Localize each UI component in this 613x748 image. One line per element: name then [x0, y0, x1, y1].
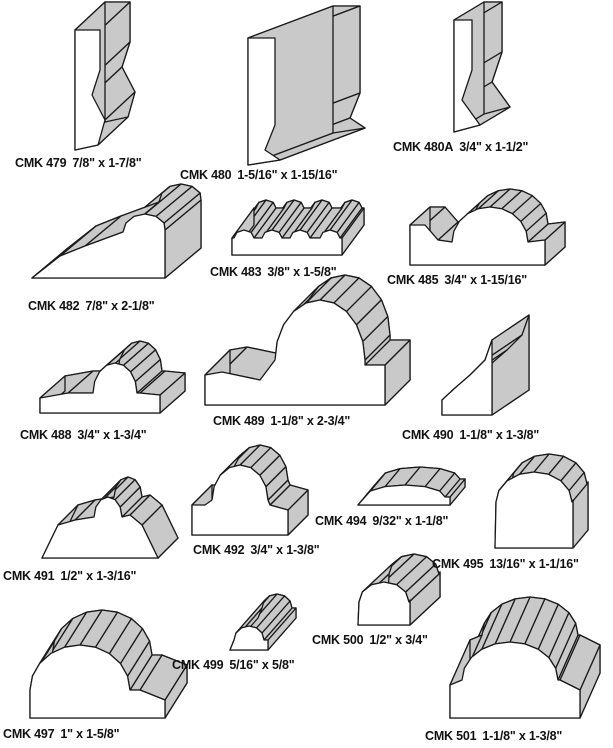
item-code: CMK 480: [180, 168, 232, 182]
label-cmk-494: CMK 494 9/32" x 1-1/8": [315, 514, 448, 528]
item-size: 3/4" x 1-1/2": [459, 140, 529, 154]
item-size: 7/8" x 1-7/8": [72, 156, 142, 170]
item-code: CMK 495: [432, 557, 484, 571]
profile-cmk-489: [204, 274, 411, 406]
profile-cmk-497: [29, 609, 188, 719]
label-cmk-480a: CMK 480A 3/4" x 1-1/2": [393, 140, 528, 154]
label-cmk-501: CMK 501 1-1/8" x 1-3/8": [425, 729, 562, 743]
label-cmk-483: CMK 483 3/8" x 1-5/8": [210, 265, 337, 279]
item-size: 1-1/8" x 1-3/8": [459, 428, 540, 442]
item-size: 3/8" x 1-5/8": [267, 265, 337, 279]
item-size: 1-1/8" x 1-3/8": [482, 729, 563, 743]
label-cmk-499: CMK 499 5/16" x 5/8": [172, 658, 295, 672]
profile-cmk-488: [39, 340, 186, 414]
profile-cmk-495: [494, 453, 589, 549]
label-cmk-490: CMK 490 1-1/8" x 1-3/8": [402, 428, 539, 442]
item-code: CMK 479: [15, 156, 67, 170]
profile-cmk-499: [229, 593, 297, 651]
item-code: CMK 490: [402, 428, 454, 442]
item-code: CMK 480A: [393, 140, 454, 154]
label-cmk-491: CMK 491 1/2" x 1-3/16": [3, 569, 136, 583]
item-code: CMK 489: [213, 414, 265, 428]
item-code: CMK 488: [20, 428, 72, 442]
item-size: 1/2" x 3/4": [369, 633, 428, 647]
profile-cmk-494: [357, 466, 466, 506]
item-size: 1/2" x 1-3/16": [60, 569, 137, 583]
item-code: CMK 483: [210, 265, 262, 279]
item-code: CMK 497: [3, 727, 55, 741]
profile-cmk-480: [247, 5, 366, 166]
profile-cmk-500: [357, 553, 441, 626]
item-size: 1-5/16" x 1-15/16": [237, 168, 338, 182]
item-size: 13/16" x 1-1/16": [489, 557, 579, 571]
profile-cmk-483: [231, 199, 365, 256]
profile-cmk-501: [449, 596, 601, 719]
item-size: 9/32" x 1-1/8": [372, 514, 449, 528]
label-cmk-495: CMK 495 13/16" x 1-1/16": [432, 557, 579, 571]
item-code: CMK 501: [425, 729, 477, 743]
item-code: CMK 494: [315, 514, 367, 528]
item-code: CMK 492: [193, 543, 245, 557]
profile-cmk-492: [191, 444, 309, 536]
item-size: 3/4" x 1-15/16": [444, 273, 527, 287]
item-code: CMK 500: [312, 633, 364, 647]
profile-cmk-479: [74, 1, 136, 151]
label-cmk-479: CMK 479 7/8" x 1-7/8": [15, 156, 142, 170]
label-cmk-482: CMK 482 7/8" x 2-1/8": [28, 299, 155, 313]
item-size: 1" x 1-5/8": [60, 727, 120, 741]
label-cmk-500: CMK 500 1/2" x 3/4": [312, 633, 428, 647]
profile-cmk-490: [441, 314, 530, 416]
profile-cmk-480A: [453, 1, 511, 133]
item-size: 5/16" x 5/8": [229, 658, 295, 672]
item-code: CMK 491: [3, 569, 55, 583]
item-size: 7/8" x 2-1/8": [85, 299, 155, 313]
profile-cmk-482: [31, 183, 202, 279]
label-cmk-492: CMK 492 3/4" x 1-3/8": [193, 543, 320, 557]
item-code: CMK 482: [28, 299, 80, 313]
item-code: CMK 499: [172, 658, 224, 672]
label-cmk-480: CMK 480 1-5/16" x 1-15/16": [180, 168, 338, 182]
item-size: 3/4" x 1-3/4": [77, 428, 147, 442]
label-cmk-489: CMK 489 1-1/8" x 2-3/4": [213, 414, 350, 428]
item-size: 3/4" x 1-3/8": [250, 543, 320, 557]
profile-cmk-485: [409, 188, 566, 266]
label-cmk-488: CMK 488 3/4" x 1-3/4": [20, 428, 147, 442]
label-cmk-497: CMK 497 1" x 1-5/8": [3, 727, 120, 741]
label-cmk-485: CMK 485 3/4" x 1-15/16": [387, 273, 527, 287]
profile-cmk-491: [41, 476, 179, 559]
item-code: CMK 485: [387, 273, 439, 287]
item-size: 1-1/8" x 2-3/4": [270, 414, 351, 428]
